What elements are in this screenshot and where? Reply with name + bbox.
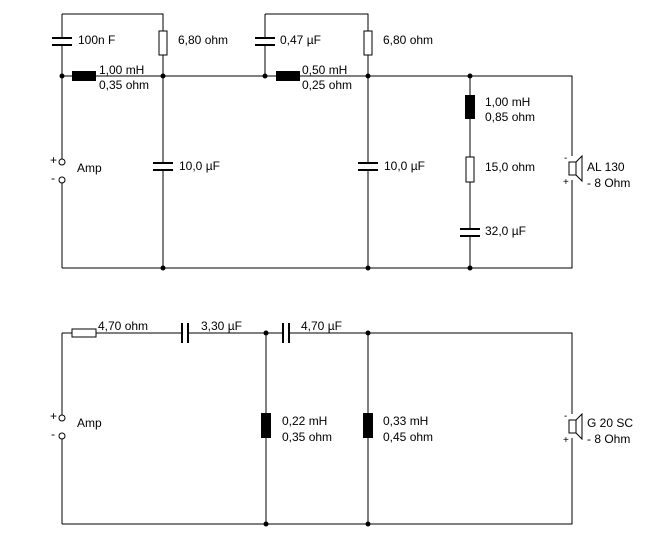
capacitor-3-30uf xyxy=(181,323,189,343)
bottom-signal-wire xyxy=(62,332,573,414)
speaker-imp-top: - 8 Ohm xyxy=(587,176,630,190)
junction-dot xyxy=(59,73,65,79)
amp-label-top: Amp xyxy=(77,161,102,175)
amp-minus-top: - xyxy=(51,171,55,185)
inductor-0-22mh xyxy=(261,413,271,438)
resistor-15-ohm xyxy=(465,156,475,183)
junction-dot xyxy=(263,521,269,527)
junction-dot xyxy=(467,265,473,271)
junction-dot xyxy=(263,330,269,336)
amp-label-bottom: Amp xyxy=(77,416,102,430)
label-r-6-80-ohm-2: 6,80 ohm xyxy=(383,33,433,47)
label-l-shunt-1-res: 0,35 ohm xyxy=(282,430,332,444)
junction-dot xyxy=(365,265,371,271)
label-l1-value: 1,00 mH xyxy=(99,63,144,77)
capacitor-32uf xyxy=(460,228,480,237)
svg-text:+: + xyxy=(563,435,569,446)
label-notch-c: 32,0 µF xyxy=(485,224,526,238)
label-l-shunt-2-res: 0,45 ohm xyxy=(383,430,433,444)
label-l2-value: 0,50 mH xyxy=(302,63,347,77)
junction-dot xyxy=(365,73,371,79)
label-r-6-80-ohm-1: 6,80 ohm xyxy=(178,33,228,47)
junction-dot xyxy=(365,330,371,336)
bottom-ground-wire xyxy=(62,438,573,525)
label-notch-l-value: 1,00 mH xyxy=(485,95,530,109)
resistor-6-80-ohm-2 xyxy=(363,30,373,56)
amp-plus-top: + xyxy=(50,153,57,167)
junction-dot xyxy=(160,73,166,79)
junction-dot xyxy=(467,73,473,79)
top-ground-wire xyxy=(62,180,573,269)
capacitor-10uf-1 xyxy=(153,162,173,171)
speaker-name-top: AL 130 xyxy=(587,160,625,174)
inductor-0-50mh xyxy=(276,71,300,81)
top-circuit: 100n F 6,80 ohm 1,00 mH 0,35 ohm 10,0 µF… xyxy=(50,13,630,271)
inductor-0-33mh xyxy=(363,413,373,438)
capacitor-10uf-2 xyxy=(358,162,378,171)
top-parallel-1-wires xyxy=(61,13,164,76)
label-c-100nf: 100n F xyxy=(78,33,115,47)
label-notch-r: 15,0 ohm xyxy=(485,160,535,174)
top-parallel-2-wires xyxy=(264,13,369,76)
label-c-10uf-2: 10,0 µF xyxy=(384,159,425,173)
label-l-shunt-1-value: 0,22 mH xyxy=(282,414,327,428)
speaker-icon-bottom: - + xyxy=(563,411,583,446)
bottom-circuit: 4,70 ohm 3,30 µF 4,70 µF 0,22 mH 0,35 oh… xyxy=(50,319,633,527)
svg-text:+: + xyxy=(563,177,569,188)
label-l1-res: 0,35 ohm xyxy=(99,78,149,92)
capacitor-100nf xyxy=(52,37,72,46)
label-l-shunt-2-value: 0,33 mH xyxy=(383,414,428,428)
label-l2-res: 0,25 ohm xyxy=(302,78,352,92)
speaker-name-bottom: G 20 SC xyxy=(587,416,633,430)
resistor-4-70-ohm xyxy=(71,328,97,338)
speaker-imp-bottom: - 8 Ohm xyxy=(587,432,630,446)
label-c-10uf-1: 10,0 µF xyxy=(179,159,220,173)
amp-terminals-bottom xyxy=(58,414,66,440)
resistor-6-80-ohm-1 xyxy=(158,30,168,56)
amp-plus-bottom: + xyxy=(50,409,57,423)
label-c-series-2: 4,70 µF xyxy=(301,319,342,333)
amp-minus-bottom: - xyxy=(51,427,55,441)
capacitor-4-70uf xyxy=(282,323,290,343)
inductor-notch-1-00mh xyxy=(465,95,475,119)
label-c-series-1: 3,30 µF xyxy=(201,319,242,333)
junction-dot xyxy=(160,265,166,271)
inductor-1-00mh xyxy=(72,71,96,81)
label-c-0-47uf: 0,47 µF xyxy=(280,33,321,47)
svg-text:-: - xyxy=(564,411,567,422)
junction-dot xyxy=(365,521,371,527)
label-notch-l-res: 0,85 ohm xyxy=(485,110,535,124)
svg-text:-: - xyxy=(564,153,567,164)
capacitor-0-47uf xyxy=(255,37,275,46)
amp-terminals-top xyxy=(58,158,66,184)
speaker-icon-top: - + xyxy=(563,153,583,188)
junction-dot xyxy=(262,73,268,79)
label-r-series: 4,70 ohm xyxy=(98,319,148,333)
